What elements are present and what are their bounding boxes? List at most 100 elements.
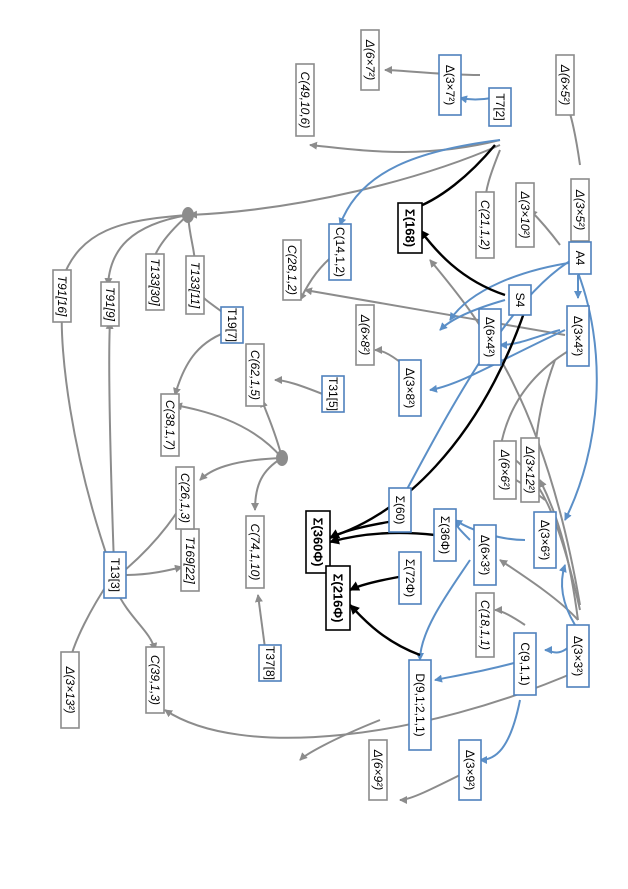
node-c62: C(62,1,5): [245, 343, 265, 407]
node-label: A4: [573, 251, 587, 266]
node-label: Δ(3×3²): [571, 636, 585, 676]
node-box: [305, 510, 331, 574]
edge: [338, 139, 501, 226]
node-label: Σ(360Φ): [311, 518, 326, 567]
node-c74: C(74,1,10): [245, 515, 265, 589]
node-box: [145, 253, 165, 311]
node-d3x7: Δ(3×7²): [438, 54, 462, 116]
node-box: [570, 178, 590, 242]
node-box: [520, 437, 540, 503]
node-box: [398, 359, 422, 417]
node-label: Δ(3×13²): [63, 665, 77, 713]
node-label: Δ(3×6²): [538, 520, 552, 560]
node-label: D(9,1;2,1,1): [413, 673, 427, 736]
node-label: T169[22]: [183, 536, 197, 584]
edge: [104, 214, 189, 286]
node-label: Δ(6×8²): [358, 314, 372, 355]
node-box: [488, 87, 512, 127]
edge: [329, 531, 436, 545]
edge: [274, 376, 326, 396]
node-box: [475, 592, 495, 658]
edge: [539, 479, 579, 621]
node-label: T133[30]: [148, 258, 162, 306]
node-box: [533, 511, 557, 569]
node-label: C(38,1,7): [163, 400, 177, 450]
node-box: [355, 304, 375, 366]
node-label: T13[3]: [108, 558, 122, 592]
edge: [564, 264, 598, 521]
node-box: [433, 508, 457, 562]
node-label: Σ(72Φ): [403, 559, 417, 597]
node-box: [295, 63, 315, 137]
node-d3x3: Δ(3×3²): [566, 624, 590, 688]
node-box: [397, 202, 423, 254]
node-label: Δ(3×9²): [463, 750, 477, 790]
node-label: Σ(36Φ): [438, 516, 452, 554]
node-label: T19[7]: [225, 308, 239, 342]
node-s4: S4: [508, 284, 532, 316]
node-box: [321, 375, 345, 413]
node-label: Δ(6×9²): [371, 749, 385, 790]
edge: [449, 261, 576, 321]
edge: [459, 95, 493, 104]
node-label: T133[11]: [188, 262, 202, 309]
node-d3x8: Δ(3×8²): [398, 359, 422, 417]
edge: [309, 139, 501, 153]
node-t13: T13[3]: [103, 551, 127, 599]
node-box: [100, 281, 120, 327]
edge: [451, 519, 471, 541]
node-t31: T31[5]: [321, 375, 345, 413]
node-t169: T169[22]: [180, 528, 200, 592]
edge: [260, 399, 283, 459]
node-box: [245, 343, 265, 407]
node-box: [508, 284, 532, 316]
node-t91-9: T91[9]: [100, 281, 120, 327]
node-label: Σ(60): [393, 496, 407, 525]
edge: [57, 309, 111, 566]
node-box: [475, 191, 495, 259]
node-box: [458, 739, 482, 801]
node-label: T37[8]: [263, 646, 277, 680]
node-label: Δ(3×8²): [403, 368, 417, 408]
node-c39: C(39,1,3): [145, 646, 165, 714]
node-c21: C(21,1,2): [475, 191, 495, 259]
node-c49: C(49,10,6): [295, 63, 315, 137]
edge: [499, 329, 561, 349]
edge: [499, 559, 579, 621]
node-t19: T19[7]: [220, 306, 244, 344]
node-label: T91[9]: [103, 287, 117, 322]
node-box: [145, 646, 165, 714]
node-box: [398, 551, 422, 605]
edge: [189, 144, 501, 219]
edge: [558, 564, 576, 626]
node-d6x8: Δ(6×8²): [355, 304, 375, 366]
node-box: [568, 241, 592, 275]
edge: [384, 66, 481, 76]
edge: [434, 659, 526, 683]
node-d6x7: Δ(6×7²): [360, 29, 380, 91]
node-label: Σ(168): [403, 209, 418, 247]
node-box: [515, 182, 535, 248]
node-label: T7[2]: [493, 93, 507, 120]
node-d6x3: Δ(6×3²): [473, 524, 497, 586]
node-label: Σ(216Φ): [331, 574, 346, 623]
node-d3x9: Δ(3×9²): [458, 739, 482, 801]
node-box: [513, 632, 537, 696]
node-label: Δ(3×10²): [518, 190, 532, 238]
node-c38: C(38,1,7): [160, 393, 180, 457]
node-label: C(62,1,5): [248, 350, 262, 400]
node-box: [473, 524, 497, 586]
node-s168: Σ(168): [397, 202, 423, 254]
edge: [429, 329, 566, 393]
node-label: C(18,1,1): [478, 600, 492, 650]
node-label: Δ(6×5²): [558, 64, 572, 105]
node-box: [52, 269, 72, 323]
node-c28: C(28,1,2): [282, 239, 302, 301]
edge: [419, 229, 506, 297]
node-box: [493, 440, 517, 500]
node-box: [388, 487, 412, 533]
node-t133-11: T133[11]: [185, 255, 205, 315]
edge: [60, 214, 189, 281]
node-box: [566, 305, 590, 367]
node-box: [408, 659, 432, 751]
